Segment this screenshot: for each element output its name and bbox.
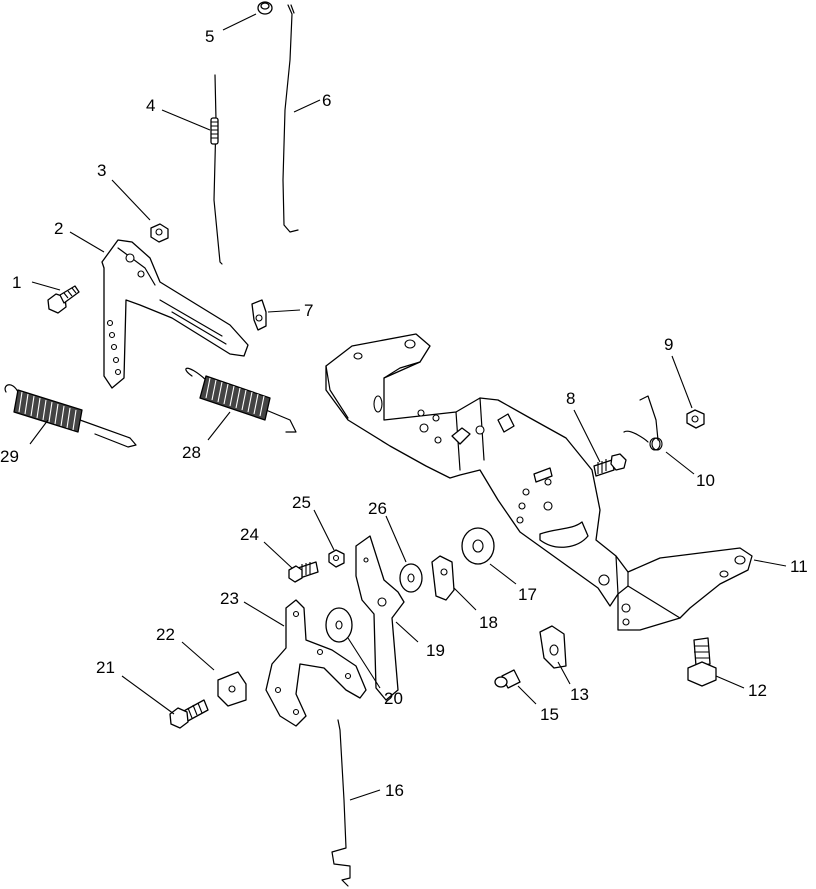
part-28-spring xyxy=(185,367,297,433)
part-2-lever xyxy=(101,239,249,389)
part-1-bolt xyxy=(47,285,80,314)
callout-17: 17 xyxy=(518,585,537,604)
callout-18: 18 xyxy=(479,613,498,632)
part-10-spring xyxy=(623,395,663,451)
callout-labels: 1 2 3 4 5 6 7 8 9 10 11 12 13 15 16 17 1… xyxy=(0,27,808,800)
callout-2: 2 xyxy=(54,219,63,238)
part-11-bracket xyxy=(325,333,753,631)
callout-1: 1 xyxy=(12,273,21,292)
part-18-bracket xyxy=(431,555,455,601)
part-16-rod xyxy=(331,719,351,887)
callout-20: 20 xyxy=(384,689,403,708)
part-19-lever xyxy=(355,535,405,701)
part-9-nut xyxy=(686,409,705,429)
callout-9: 9 xyxy=(664,335,673,354)
part-6-rod xyxy=(282,4,299,233)
callout-4: 4 xyxy=(146,96,155,115)
part-29-spring xyxy=(4,384,137,448)
part-12-bolt xyxy=(687,637,717,687)
callout-10: 10 xyxy=(696,471,715,490)
callout-12: 12 xyxy=(748,681,767,700)
callout-16: 16 xyxy=(385,781,404,800)
callout-24: 24 xyxy=(240,525,259,544)
callout-23: 23 xyxy=(220,589,239,608)
part-7-clip xyxy=(251,299,267,331)
part-24-bolt xyxy=(288,561,319,583)
callout-5: 5 xyxy=(205,27,214,46)
part-17-washer xyxy=(461,527,495,565)
callout-22: 22 xyxy=(156,625,175,644)
callout-15: 15 xyxy=(540,705,559,724)
part-22-spacer xyxy=(217,671,247,707)
part-26-washer xyxy=(399,563,423,593)
callout-8: 8 xyxy=(566,389,575,408)
part-20-washer xyxy=(325,607,353,643)
callout-6: 6 xyxy=(322,91,331,110)
part-3-nut xyxy=(150,223,169,243)
part-21-bolt xyxy=(169,699,209,729)
callout-25: 25 xyxy=(292,493,311,512)
callout-3: 3 xyxy=(97,161,106,180)
callout-11: 11 xyxy=(790,557,808,576)
part-15-screw xyxy=(494,669,521,689)
callout-26: 26 xyxy=(368,499,387,518)
callout-19: 19 xyxy=(426,641,445,660)
callout-29: 29 xyxy=(0,447,19,466)
callout-21: 21 xyxy=(96,658,115,677)
callout-7: 7 xyxy=(304,301,313,320)
part-23-bracket xyxy=(265,599,367,727)
callout-13: 13 xyxy=(570,685,589,704)
part-13-clip xyxy=(539,625,567,669)
part-4-rod-spring xyxy=(210,74,223,265)
part-5-cap xyxy=(257,1,273,15)
part-8-bolt xyxy=(593,453,627,477)
leader-lines xyxy=(29,13,787,801)
part-25-nut xyxy=(328,549,345,568)
callout-28: 28 xyxy=(182,443,201,462)
